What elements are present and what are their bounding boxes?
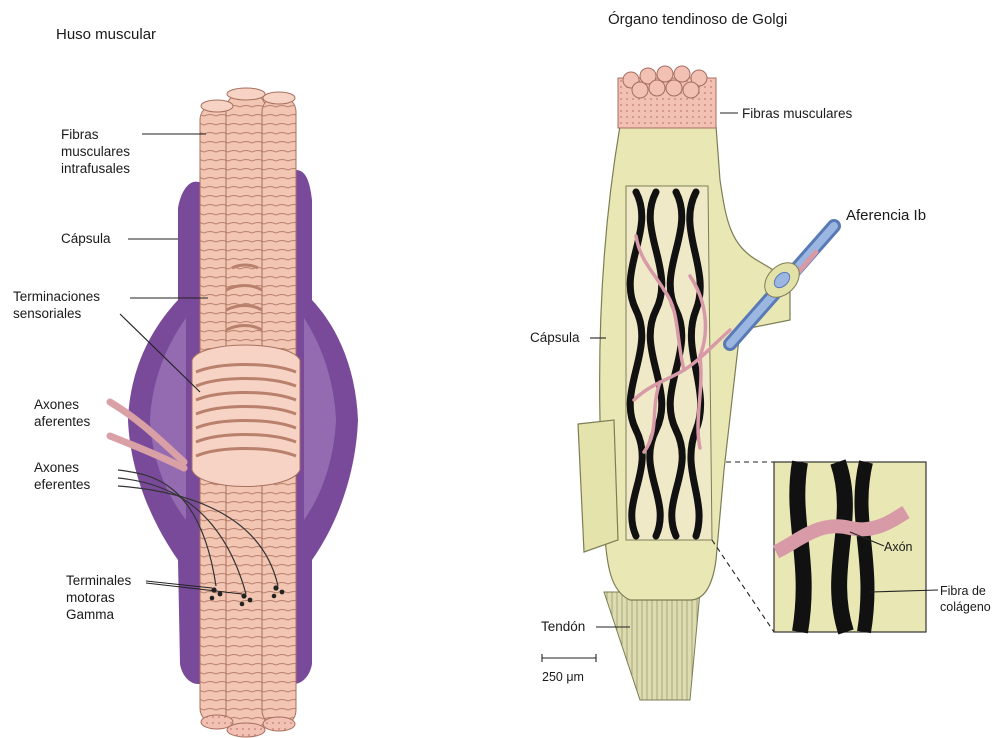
svg-text:Terminales: Terminales	[66, 573, 132, 588]
scale-bar: 250 μm	[542, 654, 596, 684]
muscle-spindle-panel: Huso muscular	[13, 26, 358, 737]
label-inset-axon: Axón	[884, 540, 913, 554]
label-spindle-capsule: Cápsula	[61, 231, 178, 246]
svg-text:musculares: musculares	[61, 144, 130, 159]
svg-text:eferentes: eferentes	[34, 477, 91, 492]
svg-text:colágeno: colágeno	[940, 600, 991, 614]
label-afferent-ib: Aferencia Ib	[846, 207, 926, 224]
capsule-flap	[578, 420, 618, 552]
golgi-title: Órgano tendinoso de Golgi	[608, 11, 787, 28]
tendon	[604, 592, 700, 700]
svg-text:Cápsula: Cápsula	[61, 231, 111, 246]
svg-text:intrafusales: intrafusales	[61, 161, 130, 176]
label-intrafusal-fibers: Fibras musculares intrafusales	[61, 127, 206, 176]
svg-text:Axones: Axones	[34, 460, 79, 475]
svg-text:Tendón: Tendón	[541, 619, 585, 634]
label-golgi-muscle-fibers: Fibras musculares	[720, 106, 853, 121]
svg-text:Terminaciones: Terminaciones	[13, 289, 100, 304]
golgi-muscle-fibers	[618, 66, 716, 128]
golgi-tendon-organ-panel: Órgano tendinoso de Golgi	[530, 11, 991, 700]
svg-text:Gamma: Gamma	[66, 607, 115, 622]
label-afferent-axons: Axones aferentes	[34, 397, 91, 429]
label-inset-collagen: Fibra de colágeno	[940, 584, 991, 614]
label-efferent-axons: Axones eferentes	[34, 460, 91, 492]
svg-text:Fibras: Fibras	[61, 127, 99, 142]
svg-text:Fibra de: Fibra de	[940, 584, 986, 598]
svg-text:aferentes: aferentes	[34, 414, 91, 429]
label-golgi-capsule: Cápsula	[530, 330, 606, 345]
svg-text:Fibras musculares: Fibras musculares	[742, 106, 853, 121]
svg-text:Aferencia Ib: Aferencia Ib	[846, 207, 926, 224]
spindle-title: Huso muscular	[56, 26, 156, 43]
svg-text:motoras: motoras	[66, 590, 115, 605]
svg-text:Axones: Axones	[34, 397, 79, 412]
svg-text:250 μm: 250 μm	[542, 670, 584, 684]
svg-text:Cápsula: Cápsula	[530, 330, 580, 345]
svg-text:Axón: Axón	[884, 540, 913, 554]
intrafusal-fibers	[192, 88, 300, 737]
svg-text:sensoriales: sensoriales	[13, 306, 82, 321]
